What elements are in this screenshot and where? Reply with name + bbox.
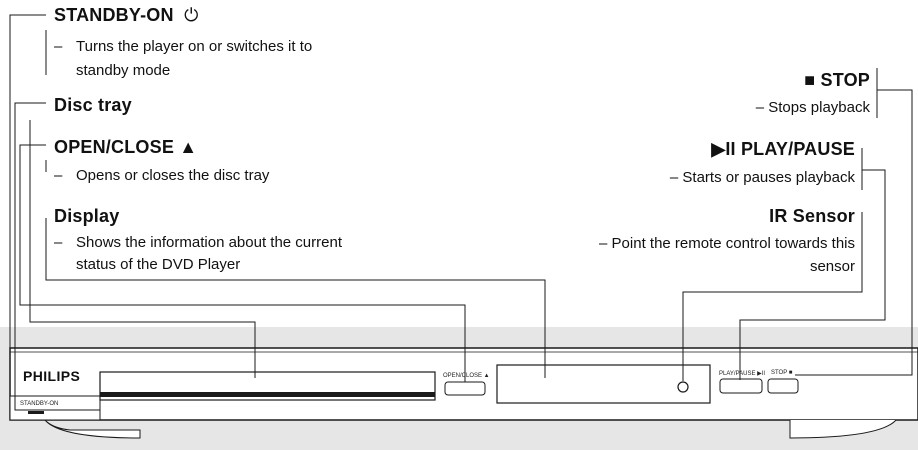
open-close-desc: Opens or closes the disc tray <box>76 167 270 184</box>
display-dash: – <box>54 234 63 251</box>
stop-leader <box>795 89 913 376</box>
ir-sensor-desc1: – Point the remote control towards this <box>599 235 855 252</box>
device-stop-text: STOP ■ <box>771 370 793 376</box>
disc-tray-leader <box>14 102 100 411</box>
ir-sensor-desc2: sensor <box>809 258 855 275</box>
display-desc2: status of the DVD Player <box>76 256 241 273</box>
power-icon: ⏻ <box>184 5 199 25</box>
display-desc-line1: –Shows the information about the current <box>54 233 342 253</box>
ir-sensor-title: IR Sensor <box>769 206 855 226</box>
right-foot <box>789 419 897 439</box>
ir-sensor-window <box>677 381 689 393</box>
left-foot <box>44 419 141 439</box>
play-pause-desc: – Starts or pauses playback <box>669 169 855 186</box>
open-close-desc-line: –Opens or closes the disc tray <box>54 166 269 186</box>
disc-tray-slot <box>100 392 435 397</box>
standby-desc2: standby mode <box>76 62 171 79</box>
play-pause-title: ▶II PLAY/PAUSE <box>711 139 855 159</box>
stop-title: ■ STOP <box>804 70 870 90</box>
display-leader <box>45 218 546 378</box>
standby-desc1: Turns the player on or switches it to <box>76 38 313 55</box>
standby-title: STANDBY-ON <box>54 5 174 25</box>
standby-button <box>28 411 44 414</box>
open-close-dash: – <box>54 167 63 184</box>
stop-desc: – Stops playback <box>755 99 870 116</box>
disc-tray-title: Disc tray <box>54 95 132 115</box>
leader-lines <box>9 14 913 411</box>
standby-leader <box>9 14 46 410</box>
tray-pointer-leader <box>29 120 256 378</box>
play-pause-button <box>719 378 763 394</box>
standby-desc-line1: –Turns the player on or switches it to <box>54 37 312 57</box>
play-pause-leader <box>739 169 886 380</box>
ir-leader <box>682 250 863 381</box>
device-standby-text: STANDBY-ON <box>20 401 59 407</box>
stop-button <box>767 378 799 394</box>
standby-box <box>9 395 101 421</box>
display-window <box>496 364 711 404</box>
display-desc1: Shows the information about the current <box>76 234 342 251</box>
device-play-pause-text: PLAY/PAUSE ▶II <box>719 371 766 377</box>
device-open-close-text: OPEN/CLOSE ▲ <box>443 373 490 379</box>
standby-label: STANDBY-ON ⏻ <box>54 4 199 26</box>
open-close-leader <box>19 144 466 382</box>
standby-dash: – <box>54 38 63 55</box>
open-close-button <box>444 381 486 396</box>
philips-logo: PHILIPS <box>23 368 81 384</box>
display-title: Display <box>54 206 120 226</box>
open-close-title: OPEN/CLOSE ▲ <box>54 137 198 157</box>
